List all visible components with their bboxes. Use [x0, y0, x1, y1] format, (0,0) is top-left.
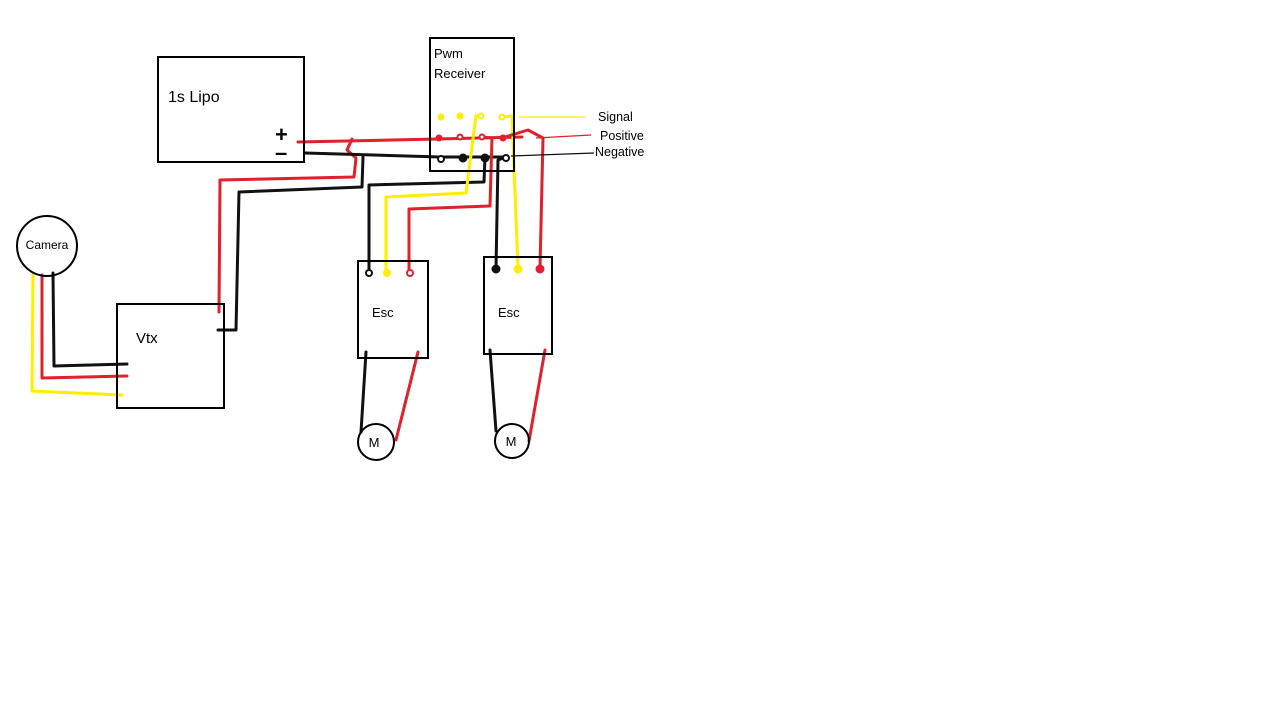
motor-left-label: M — [369, 435, 380, 450]
esc-right-signal-pin — [513, 264, 523, 274]
left-esc-to-motor-negative-wire — [359, 350, 368, 434]
motor-right: M — [494, 423, 530, 459]
receiver-signal-pin — [477, 112, 485, 120]
rx-to-right-esc-signal-wire — [501, 114, 520, 270]
rx-to-right-esc-negative-wire — [494, 155, 508, 270]
esc-left-signal-pin — [383, 269, 391, 277]
receiver-signal-pin — [437, 113, 445, 121]
receiver-box — [429, 37, 515, 172]
wire-legend: Signal Positive Negative — [510, 110, 644, 159]
receiver-signal-pin — [498, 113, 506, 121]
esc-right-positive-pin — [535, 264, 545, 274]
camera-label: Camera — [26, 238, 69, 252]
vtx-label: Vtx — [136, 330, 158, 347]
receiver-negative-pin — [502, 154, 510, 162]
legend-negative-label: Negative — [595, 145, 644, 159]
legend-signal-label: Signal — [598, 110, 633, 124]
motor-left-circle — [357, 423, 395, 461]
battery-minus-terminal: – — [275, 140, 287, 165]
esc-left: Esc — [357, 260, 429, 359]
right-esc-to-motor-negative-wire — [488, 348, 498, 433]
receiver-positive-pin — [499, 134, 507, 142]
rx-to-left-esc-positive-wire — [407, 135, 494, 274]
esc-left-label: Esc — [372, 305, 394, 320]
receiver-positive-pin — [435, 134, 443, 142]
rx-to-left-esc-negative-wire — [367, 155, 487, 274]
receiver-negative-pin — [437, 155, 445, 163]
vtx-box — [116, 303, 225, 409]
receiver-signal-pin — [456, 112, 464, 120]
receiver-positive-pin — [456, 133, 464, 141]
pwm-receiver: Pwm Receiver — [429, 37, 515, 172]
camera: Camera — [16, 215, 78, 277]
esc-left-negative-pin — [365, 269, 373, 277]
esc-right-negative-pin — [491, 264, 501, 274]
motor-right-label: M — [506, 434, 517, 449]
esc-right: Esc — [483, 256, 553, 355]
motor-left: M — [357, 423, 395, 461]
battery-negative-wire — [303, 151, 510, 159]
battery-to-vtx-negative-wire — [216, 155, 365, 332]
camera-to-vtx-negative-wire — [51, 271, 129, 368]
legend-negative-line — [510, 152, 595, 157]
battery: 1s Lipo + – — [157, 56, 305, 165]
camera-to-vtx-signal-wire — [30, 271, 124, 397]
vtx: Vtx — [116, 303, 225, 409]
esc-right-box — [483, 256, 553, 355]
receiver-label-line2: Receiver — [434, 66, 486, 81]
legend-positive-label: Positive — [600, 129, 644, 143]
battery-box — [157, 56, 305, 163]
receiver-pin-header — [435, 112, 510, 163]
battery-label: 1s Lipo — [168, 89, 220, 106]
camera-to-vtx-positive-wire — [40, 273, 129, 380]
esc-right-label: Esc — [498, 305, 520, 320]
battery-plus-terminal: + — [275, 122, 288, 147]
left-esc-to-motor-positive-wire — [394, 350, 420, 442]
receiver-positive-pin — [478, 133, 486, 141]
battery-to-vtx-positive-wire — [217, 137, 358, 314]
camera-circle — [16, 215, 78, 277]
rx-to-right-esc-positive-wire — [503, 128, 545, 270]
motor-right-circle — [494, 423, 530, 459]
receiver-negative-pin — [480, 153, 490, 163]
esc-left-box — [357, 260, 429, 359]
receiver-negative-pin — [458, 153, 468, 163]
receiver-label-line1: Pwm — [434, 46, 463, 61]
esc-left-positive-pin — [406, 269, 414, 277]
legend-positive-line — [535, 134, 592, 139]
right-esc-to-motor-positive-wire — [527, 348, 547, 443]
